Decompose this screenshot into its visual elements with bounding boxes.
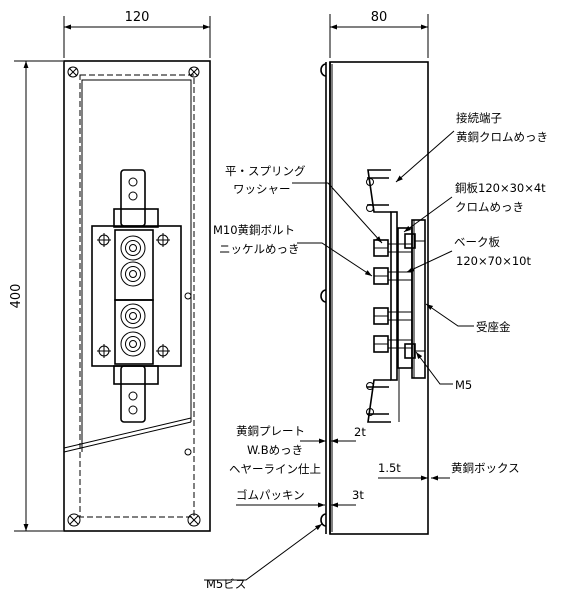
bakelite-size-label: 120×70×10t [456,254,531,268]
side-bolt [373,267,413,285]
brass-plate-hairline-label: ヘヤーライン仕上 [229,462,321,476]
front-bolt [120,235,146,261]
side-view: 80 [320,10,429,535]
front-terminal-bottom [120,365,146,423]
terminal-material-label: 黄銅クロムめっき [456,130,548,144]
m5-screw-label: M5ビス [206,577,246,591]
m5-screw [156,233,170,247]
washer-label: 平・スプリング [225,164,306,178]
terminal-label: 接続端子 [456,111,502,125]
copper-plate-finish-label: クロムめっき [455,200,524,214]
hidden-box-outline [79,74,195,518]
brass-box-label: 黄銅ボックス [451,461,520,475]
side-width-dimension: 80 [371,10,388,25]
receiving-bracket-label: 受座金 [476,320,511,334]
front-height-dimension: 400 [9,284,24,309]
rubber-packing-label: ゴムパッキン [236,488,305,502]
m5-label: M5 [455,378,472,392]
brass-box-outline [329,61,429,535]
m5-screw [97,233,111,247]
bolt-finish-label: ニッケルめっき [219,242,300,256]
brass-plate-finish-label: W.Bめっき [247,443,303,457]
m5-screw [156,344,170,358]
front-terminal-top [120,169,146,227]
packing-thickness-dimension: 3t [352,488,364,502]
plate-thickness-dimension: 2t [354,425,366,439]
callouts: 接続端子 黄銅クロムめっき 平・スプリング ワッシャー 銅板120×30×4t … [204,111,548,591]
front-plate-outline [63,60,211,532]
front-bolt [120,261,146,287]
washer-label-2: ワッシャー [233,182,291,196]
corner-screw [67,513,81,527]
corner-screw [67,66,79,78]
m5-screw [97,344,111,358]
copper-plate-label: 銅板120×30×4t [455,181,546,195]
box-thickness-dimension: 1.5t [378,461,401,475]
front-bolt [120,303,146,329]
front-view: 120 400 [9,10,211,532]
brass-plate-label: 黄銅プレート [236,424,305,438]
front-bolt [120,331,146,357]
bolt-label: M10黄銅ボルト [213,223,295,237]
corner-screw [188,66,200,78]
bakelite-label: ベーク板 [454,235,500,249]
front-width-dimension: 120 [125,10,150,25]
side-bolt [373,307,413,325]
corner-screw [187,513,201,527]
